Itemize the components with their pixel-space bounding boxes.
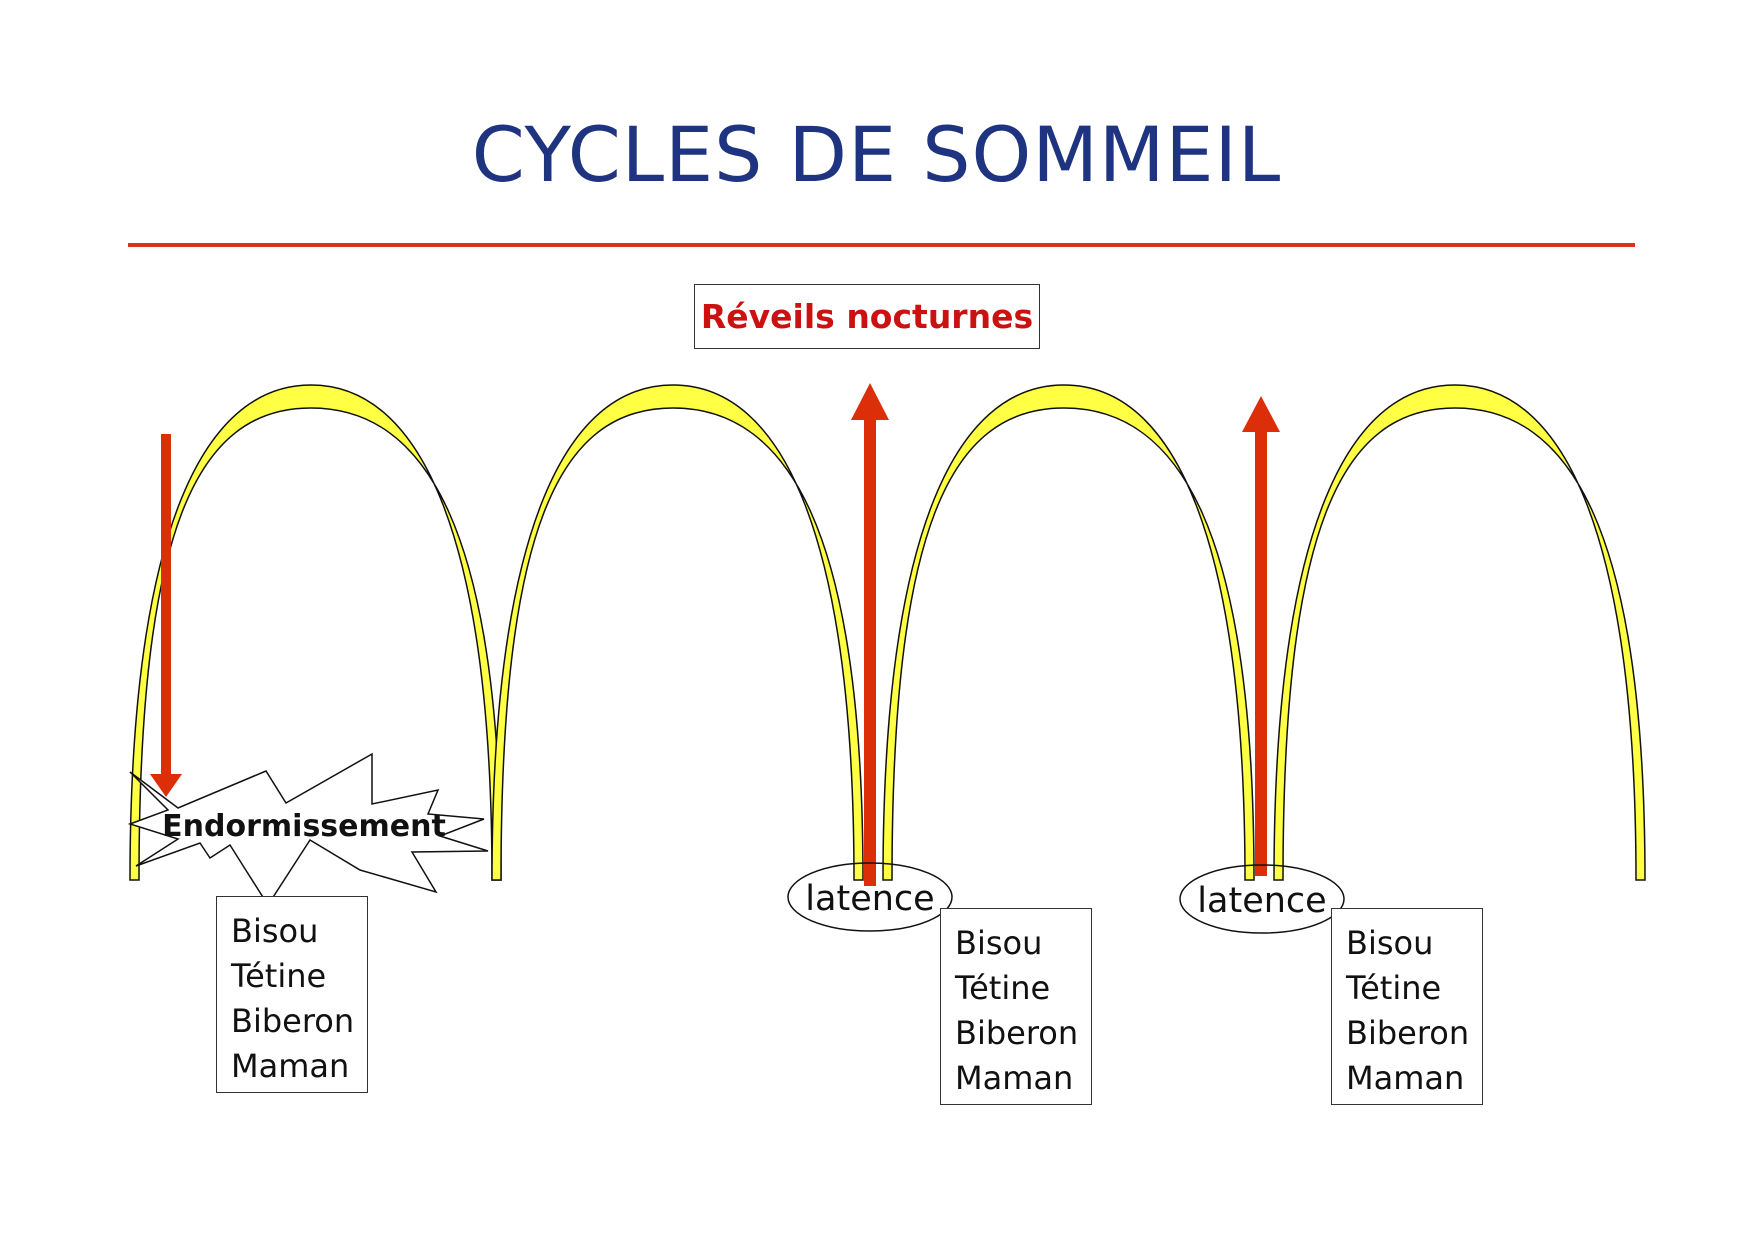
list-item: Biberon bbox=[231, 1002, 355, 1040]
sleep-onset-label: Endormissement bbox=[162, 809, 446, 844]
sleep-cycle-arch-3 bbox=[882, 384, 1255, 881]
soothing-list-1: Bisou Tétine Biberon Maman bbox=[216, 896, 368, 1093]
latency-ellipse-2 bbox=[1179, 864, 1345, 934]
sleep-cycle-arch-4 bbox=[1273, 384, 1646, 881]
list-item: Maman bbox=[955, 1059, 1074, 1097]
list-item: Tétine bbox=[1346, 969, 1442, 1007]
awakening-label: Réveils nocturnes bbox=[700, 297, 1034, 336]
awakening-label-box: Réveils nocturnes bbox=[694, 284, 1040, 349]
latency-ellipse-1 bbox=[787, 862, 953, 932]
list-item: Maman bbox=[231, 1047, 350, 1085]
awakening-arrow-2 bbox=[1242, 396, 1280, 876]
list-item: Biberon bbox=[955, 1014, 1079, 1052]
list-item: Tétine bbox=[231, 957, 327, 995]
page-title: CYCLES DE SOMMEIL bbox=[471, 110, 1282, 199]
list-item: Maman bbox=[1346, 1059, 1465, 1097]
latency-label-2: latence bbox=[1197, 881, 1326, 921]
sleep-cycle-arch-2 bbox=[491, 384, 864, 881]
latency-label-1: latence bbox=[805, 879, 934, 919]
list-item: Biberon bbox=[1346, 1014, 1470, 1052]
falling-asleep-arrow bbox=[150, 434, 182, 797]
list-item: Bisou bbox=[1346, 924, 1434, 962]
list-item: Bisou bbox=[231, 912, 319, 950]
awakening-arrow-1 bbox=[851, 383, 889, 886]
soothing-list-2: Bisou Tétine Biberon Maman bbox=[940, 908, 1092, 1105]
soothing-list-3: Bisou Tétine Biberon Maman bbox=[1331, 908, 1483, 1105]
sleep-onset-burst bbox=[127, 752, 489, 907]
list-item: Tétine bbox=[955, 969, 1051, 1007]
list-item: Bisou bbox=[955, 924, 1043, 962]
title-underline bbox=[128, 243, 1635, 247]
